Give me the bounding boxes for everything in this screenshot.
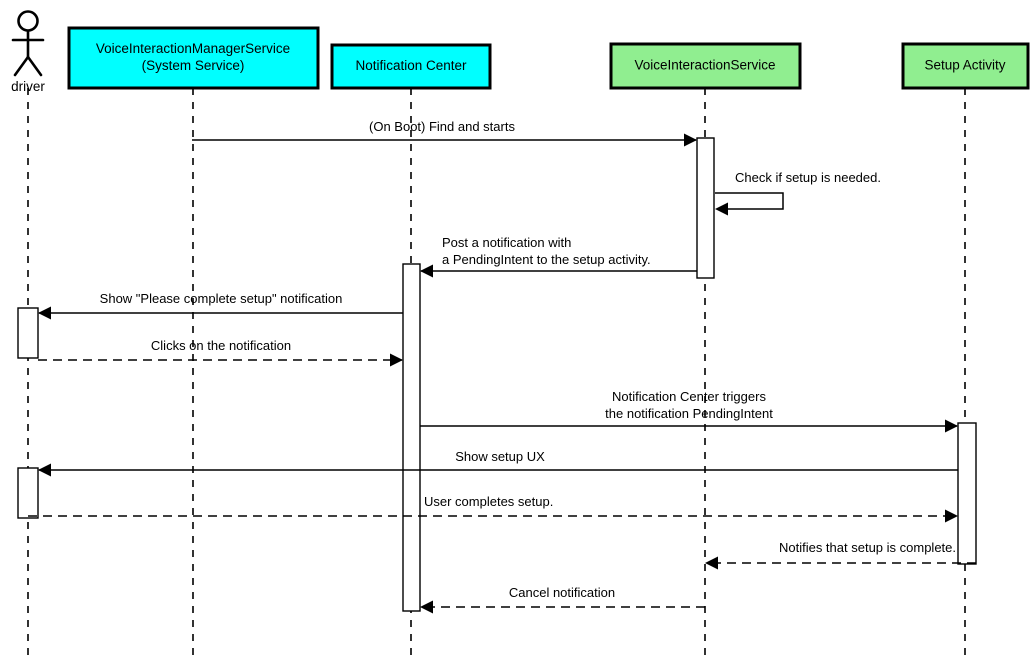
message-m2[interactable]: Check if setup is needed. [715, 170, 881, 216]
message-label-m7: Show setup UX [455, 449, 545, 464]
message-label-m2: Check if setup is needed. [735, 170, 881, 185]
activation-bar-driver [17, 307, 39, 359]
arrow-head-m9 [705, 556, 718, 570]
actor-label-driver: driver [11, 79, 45, 94]
participant-label-notification-center: Notification Center [355, 58, 467, 73]
message-m7[interactable]: Show setup UX [38, 449, 958, 477]
arrow-head-m6 [945, 419, 958, 433]
participant-setup-activity[interactable]: Setup Activity [901, 42, 1030, 90]
arrow-head-m8 [945, 509, 958, 523]
message-m8[interactable]: User completes setup. [28, 494, 958, 523]
message-label-m6: the notification PendingIntent [605, 406, 773, 421]
activation-bar-setup-activity [957, 422, 977, 565]
arrow-head-m4 [38, 306, 51, 320]
message-label-m8: User completes setup. [424, 494, 553, 509]
message-label-m1: (On Boot) Find and starts [369, 119, 515, 134]
participant-notification-center[interactable]: Notification Center [330, 43, 492, 90]
participant-label-voice-interaction-service: VoiceInteractionService [634, 58, 775, 73]
message-m10[interactable]: Cancel notification [420, 585, 705, 614]
participant-label-setup-activity: Setup Activity [924, 58, 1005, 73]
message-m1[interactable]: (On Boot) Find and starts [192, 119, 697, 147]
activation-bar-driver [17, 467, 39, 519]
actor-driver[interactable]: driver [11, 10, 45, 95]
message-label-m4: Show "Please complete setup" notificatio… [100, 291, 343, 306]
activation-bar-notification-center [402, 263, 421, 612]
participant-box-setup-activity[interactable] [901, 42, 1030, 90]
message-m6[interactable]: Notification Center triggers the notifica… [420, 389, 958, 433]
participant-vims[interactable]: VoiceInteractionManagerService (System Se… [67, 26, 320, 90]
message-label-m9: Notifies that setup is complete. [779, 540, 956, 555]
actor-leg-left [13, 55, 30, 77]
message-m4[interactable]: Show "Please complete setup" notificatio… [38, 291, 403, 320]
message-label-m10: Cancel notification [509, 585, 615, 600]
arrow-head-m2 [715, 202, 728, 216]
message-label-m6: Notification Center triggers [612, 389, 766, 404]
arrow-head-m5 [390, 353, 403, 367]
message-label-m3: a PendingIntent to the setup activity. [442, 252, 651, 267]
message-m3[interactable]: Post a notification with a PendingIntent … [420, 235, 697, 278]
message-m5[interactable]: Clicks on the notification [38, 338, 403, 367]
participant-box-voice-interaction-service[interactable] [609, 42, 802, 90]
arrow-head-m10 [420, 600, 433, 614]
actor-leg-right [26, 55, 43, 77]
activation-bar-voice-interaction-service [696, 137, 715, 279]
message-line-m2 [715, 192, 784, 210]
participant-box-notification-center[interactable] [330, 43, 492, 90]
activations-layer [17, 137, 977, 612]
arrow-head-m7 [38, 463, 51, 477]
actor-icon [17, 10, 39, 32]
arrow-head-m1 [684, 133, 697, 147]
participant-voice-interaction-service[interactable]: VoiceInteractionService [609, 42, 802, 90]
participant-label-vims: (System Service) [142, 58, 245, 73]
participant-box-vims[interactable] [67, 26, 320, 90]
participant-label-vims: VoiceInteractionManagerService [96, 41, 290, 56]
message-label-m3: Post a notification with [442, 235, 571, 250]
message-m9[interactable]: Notifies that setup is complete. [705, 540, 976, 570]
message-label-m5: Clicks on the notification [151, 338, 291, 353]
participants-layer: VoiceInteractionManagerService (System Se… [11, 10, 1030, 95]
arrow-head-m3 [420, 264, 433, 278]
